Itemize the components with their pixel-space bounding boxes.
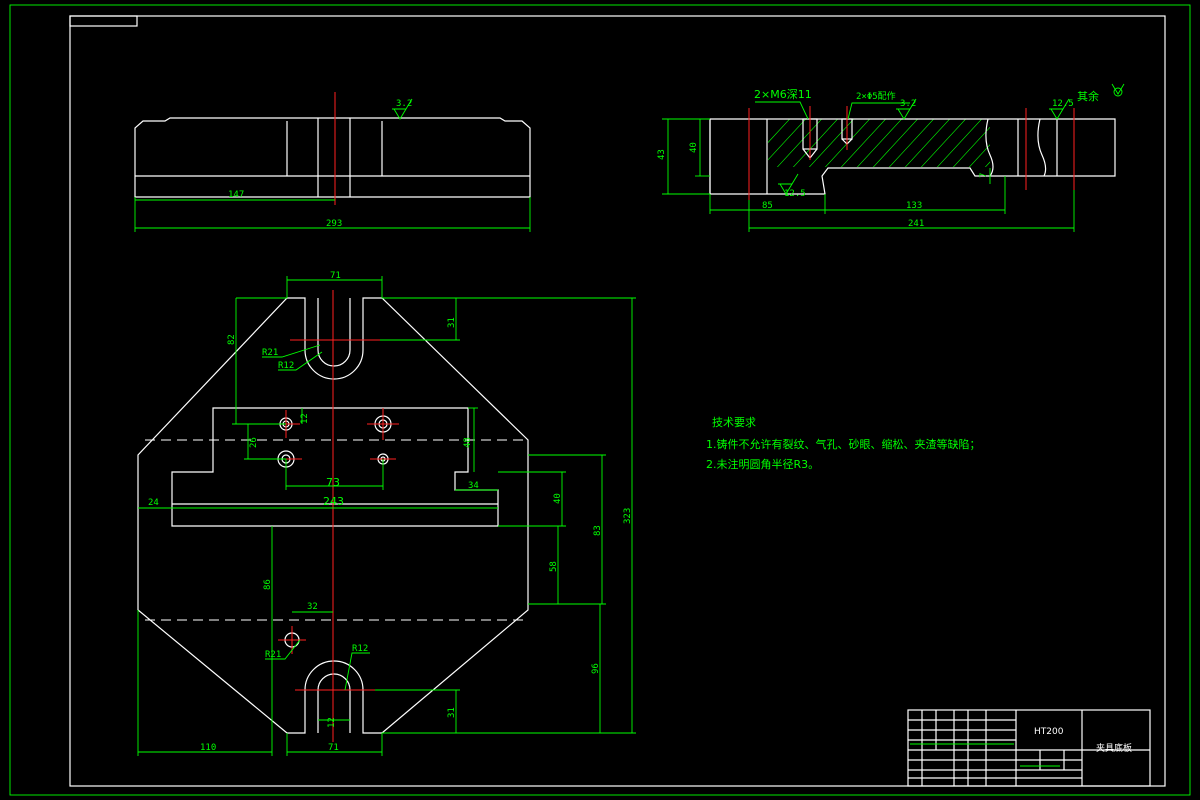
dim-71-bot: 71	[328, 743, 339, 753]
dim-147: 147	[228, 190, 244, 200]
dim-43: 43	[657, 149, 667, 160]
dim-243: 243	[323, 495, 344, 508]
section-hatch	[768, 119, 990, 167]
dim-31-bot: 31	[447, 707, 457, 718]
dim-86: 86	[263, 579, 273, 590]
dim-323: 323	[623, 508, 633, 524]
dim-71-top: 71	[330, 271, 341, 281]
side-roughness-c: 12.5	[784, 189, 806, 199]
dim-58: 58	[549, 561, 559, 572]
radius-r12-bot: R12	[352, 644, 368, 654]
dim-241: 241	[908, 219, 924, 229]
radius-r21-bot: R21	[265, 650, 281, 660]
dim-73: 73	[326, 476, 340, 489]
dim-133: 133	[906, 201, 922, 211]
dim-85: 85	[762, 201, 773, 211]
dim-40: 40	[689, 142, 699, 153]
technical-notes: 技术要求 1.铸件不允许有裂纹、气孔、砂眼、缩松、夹渣等缺陷； 2.未注明圆角半…	[706, 416, 981, 471]
dim-96: 96	[591, 663, 601, 674]
side-roughness-b: 12.5	[1052, 99, 1074, 109]
dim-110: 110	[200, 743, 216, 753]
dim-83: 83	[593, 525, 603, 536]
dim-40-plan: 40	[553, 493, 563, 504]
dim-12-slot: 12	[327, 717, 337, 728]
dim-26: 26	[249, 437, 259, 448]
material: HT200	[1034, 727, 1064, 737]
hole-group	[270, 339, 399, 691]
notes-line-2: 2.未注明圆角半径R3。	[706, 457, 819, 471]
side-view: 2×M6深11 2×Φ5配作 3.2 12.5 12.5 其余 43 40 7 …	[657, 83, 1125, 232]
callout-pin: 2×Φ5配作	[856, 90, 896, 102]
radius-r12-top: R12	[278, 361, 294, 371]
plan-view: 71 31 82 12 26 48 73 34 24 243 40 83	[137, 271, 636, 756]
notes-title: 技术要求	[712, 416, 756, 429]
dim-31-top: 31	[447, 317, 457, 328]
rest-label: 其余	[1077, 89, 1099, 103]
dim-12-pocket: 12	[300, 413, 310, 424]
dim-24: 24	[148, 498, 159, 508]
radius-r21-top: R21	[262, 348, 278, 358]
dim-32: 32	[307, 602, 318, 612]
callout-thread: 2×M6深11	[754, 88, 812, 101]
title-block: HT200 夹具底板	[907, 709, 1151, 787]
notes-line-1: 1.铸件不允许有裂纹、气孔、砂眼、缩松、夹渣等缺陷；	[706, 437, 981, 451]
sheet-border	[9, 4, 1191, 796]
dim-7: 7	[979, 173, 989, 178]
front-roughness: 3.2	[396, 99, 412, 109]
front-view: 3.2 147 293	[134, 92, 531, 232]
dim-82: 82	[227, 334, 237, 345]
dim-48: 48	[463, 437, 473, 448]
dim-293: 293	[326, 219, 342, 229]
side-roughness-a: 3.2	[900, 99, 916, 109]
dim-34: 34	[468, 481, 479, 491]
part-name: 夹具底板	[1096, 742, 1132, 754]
